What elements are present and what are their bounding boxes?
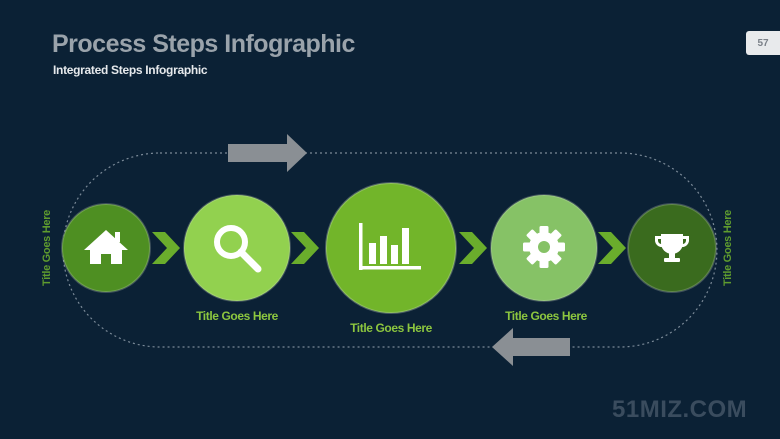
- page-title: Process Steps Infographic: [52, 30, 355, 58]
- loop-arrow-back: [492, 328, 570, 366]
- step-2-circle: [183, 194, 291, 302]
- side-label-right: Title Goes Here: [722, 210, 734, 286]
- step-5: [627, 203, 717, 293]
- search-icon: [214, 225, 262, 273]
- trophy-icon: [655, 234, 689, 262]
- step-3-label: Title Goes Here: [350, 321, 432, 335]
- connector-arrow-2: [291, 232, 319, 264]
- page-number-badge: 57: [746, 31, 780, 55]
- connector-arrow-3: [459, 232, 487, 264]
- step-1: [61, 203, 151, 293]
- bar-chart-icon: [359, 223, 421, 270]
- page-subtitle: Integrated Steps Infographic: [53, 63, 208, 77]
- step-4-label: Title Goes Here: [505, 309, 587, 323]
- step-4: [490, 194, 598, 302]
- step-3: [325, 182, 457, 314]
- watermark: 51MIZ.COM: [612, 396, 748, 423]
- side-label-left: Title Goes Here: [41, 210, 53, 286]
- loop-arrow-forward: [228, 134, 307, 172]
- connector-arrow-4: [598, 232, 626, 264]
- step-2-label: Title Goes Here: [196, 309, 278, 323]
- home-icon: [84, 230, 128, 264]
- step-2: [183, 194, 291, 302]
- gear-icon: [523, 226, 565, 268]
- connector-arrow-1: [152, 232, 180, 264]
